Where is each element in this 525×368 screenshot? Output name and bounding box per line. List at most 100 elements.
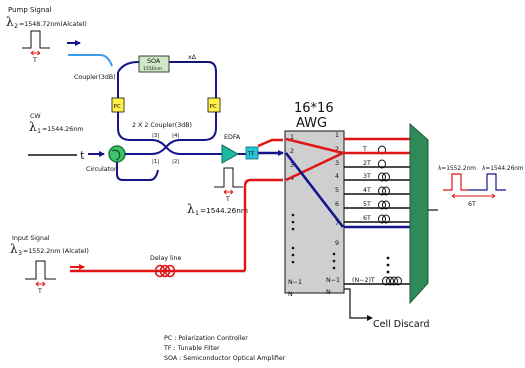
pc-right-box xyxy=(207,97,221,113)
pc-left-label: PC xyxy=(114,104,121,110)
pump-lambda-symbol: λ xyxy=(6,15,14,29)
input-to-awg-path xyxy=(243,178,283,271)
awg-right-port-10: N xyxy=(326,289,331,296)
awg-title-line1: 16*16 xyxy=(294,101,334,116)
legend: PC : Polarization Controller TF : Tunabl… xyxy=(163,335,286,362)
loop-left-path xyxy=(117,72,152,141)
awg-right-port-5: 5 xyxy=(335,187,339,194)
port-1-label: |1| xyxy=(152,159,159,165)
pump-signal-label: Pump Signal xyxy=(8,6,52,14)
delta-x-label: x∆ xyxy=(188,54,197,61)
port-2-label: |2| xyxy=(172,159,179,165)
input-signal-label: Input Signal xyxy=(12,235,50,242)
input-pulse-icon xyxy=(25,260,56,280)
awg-right-port-1: 1 xyxy=(335,132,339,139)
cw-lambda-value: =1544.26nm xyxy=(42,126,83,133)
delay-line-label: Delay line xyxy=(150,255,182,262)
tf-label: TF xyxy=(247,152,255,158)
edfa-out-pulse-icon xyxy=(214,167,243,188)
output-pulses: λ=1552.2nm λ=1544.26nm 6T xyxy=(438,166,524,208)
cell-discard-label: Cell Discard xyxy=(373,319,430,330)
output-lambda-b: λ=1544.26nm xyxy=(482,166,524,172)
pc-right-label: PC xyxy=(210,104,217,110)
delay-coil-icon xyxy=(378,186,386,196)
coupler-2x2-icon xyxy=(151,139,181,155)
delay-coil-icon xyxy=(382,200,390,210)
cell-discard-arrow xyxy=(344,288,373,321)
edfa-label: EDFA xyxy=(224,134,241,141)
pump-lambda-sub: 2 xyxy=(14,23,18,30)
output-combiner xyxy=(409,122,429,305)
delay-label-3: 3T xyxy=(363,173,371,180)
delay-line-coil-icon xyxy=(154,264,176,278)
awg-left-port-3: 3 xyxy=(290,162,294,169)
soa-wavelength: 1550nm xyxy=(143,66,163,72)
pump-period-label: T xyxy=(32,57,37,64)
awg-right-port-9: N−1 xyxy=(326,277,340,284)
awg-right-port-3: 3 xyxy=(335,160,339,167)
output-span-label: 6T xyxy=(468,201,476,208)
edfa-out-lambda-value: =1544.26nm xyxy=(200,206,248,215)
awg-right-port-2: 2 xyxy=(335,146,339,153)
pump-fiber-path xyxy=(92,54,113,67)
delay-label-5: 5T xyxy=(363,201,371,208)
port-4-label: |4| xyxy=(172,133,179,139)
delay-label-2: 2T xyxy=(363,160,371,167)
delay-label-4: 4T xyxy=(363,187,371,194)
input-lambda-value: =1552.2nm (Alcatel) xyxy=(23,248,89,255)
awg-route-red-b xyxy=(285,151,344,182)
cw-group: CW λ 1 =1544.26nm t Circulator xyxy=(28,113,159,181)
delay-coil-icon xyxy=(382,186,390,196)
sagnac-loop: SOA 1550nm x∆ PC PC 2 X 2 Coupler(3dB) |… xyxy=(111,54,221,165)
port-3-label: |3| xyxy=(152,133,159,139)
awg-left-port-2: 2 xyxy=(290,148,294,155)
pump-pulse-icon xyxy=(22,30,50,49)
output-lambda-a: λ=1552.2nm xyxy=(438,166,476,172)
loop-upper-path xyxy=(117,61,217,141)
input-signal-group: Input Signal λ 3 =1552.2nm (Alcatel) T D… xyxy=(10,178,283,295)
input-period-label: T xyxy=(37,288,42,295)
cw-lambda-sub: 1 xyxy=(37,128,41,135)
coupler-3db-label: Coupler(3dB) xyxy=(74,74,116,81)
awg-route-blue-a xyxy=(284,152,345,228)
cw-lambda-symbol: λ xyxy=(29,120,37,134)
delay-coil-icon xyxy=(390,276,398,286)
pump-lambda-value: =1548.72nm(Alcatel) xyxy=(19,21,87,28)
pc-left-box xyxy=(111,97,125,113)
soa-label: SOA xyxy=(147,58,161,65)
awg-left-port-1: 1 xyxy=(290,134,294,141)
legend-tf: TF : Tunable Filter xyxy=(163,345,220,352)
delay-coil-icon xyxy=(382,172,390,182)
output-pulse-red xyxy=(443,173,468,191)
awg-right-port-4: 4 xyxy=(335,173,339,180)
legend-soa: SOA : Semiconductor Optical Amplifier xyxy=(164,355,286,362)
delay-label-1: T xyxy=(362,146,367,153)
delay-coil-icon xyxy=(386,276,394,286)
coupler-2x2-label: 2 X 2 Coupler(3dB) xyxy=(132,122,192,129)
edfa-group: EDFA TF T λ 1 =1544.26nm xyxy=(187,134,284,217)
awg-right-port-7: 7 xyxy=(335,220,339,227)
awg-right-port-6: 6 xyxy=(335,201,339,208)
awg-title-line2: AWG xyxy=(296,116,327,131)
delay-coil-icon xyxy=(382,276,390,286)
delay-label-7: (N−2)T xyxy=(352,277,375,284)
edfa-amplifier-icon xyxy=(221,144,240,164)
soa-box xyxy=(138,55,170,73)
output-pulse-blue xyxy=(468,173,506,191)
pump-signal-group: Pump Signal λ 2 =1548.72nm(Alcatel) T xyxy=(6,6,87,64)
delay-coil-icon xyxy=(378,200,386,210)
input-lambda-symbol: λ xyxy=(10,242,18,256)
delay-label-6: 6T xyxy=(363,215,371,222)
legend-pc: PC : Polarization Controller xyxy=(164,335,248,342)
delay-coil-icon xyxy=(394,276,402,286)
circulator-label: Circulator xyxy=(86,166,117,173)
output-delay-lines: T 2T 3T 4T 5T 6T (N−2)T xyxy=(344,145,410,286)
delay-coil-icon xyxy=(378,214,386,224)
cw-label: CW xyxy=(30,113,41,120)
input-lambda-sub: 3 xyxy=(18,250,22,257)
awg-left-port-9: N−1 xyxy=(288,279,302,286)
edfa-out-period-label: T xyxy=(225,196,230,203)
